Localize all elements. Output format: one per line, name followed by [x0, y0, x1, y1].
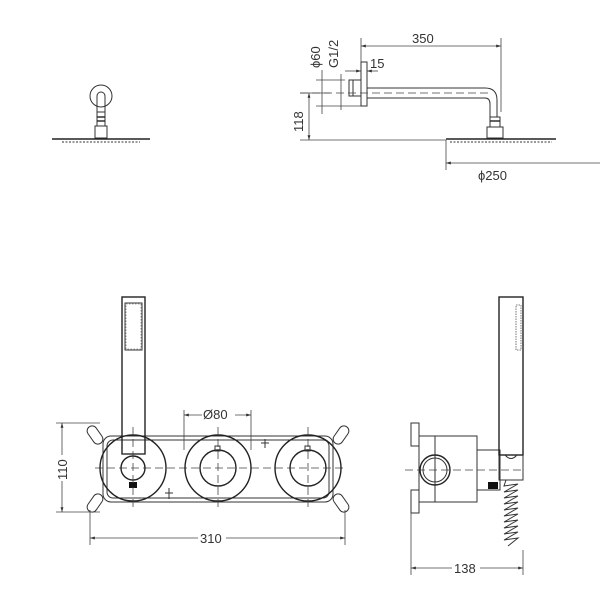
- dim-height-offset: 118: [291, 111, 306, 132]
- dim-panel-width: 310: [200, 531, 222, 546]
- shower-head-front-view: [52, 84, 150, 143]
- mounting-ears: [86, 425, 350, 513]
- dim-side-depth: 138: [454, 561, 476, 576]
- dim-thread: G1/2: [326, 40, 341, 68]
- dim-flange-depth: 15: [370, 56, 384, 71]
- top-dimensions: 350 15 ϕ60 G1/2 118 ϕ250: [291, 31, 600, 183]
- dim-handle-diameter: Ø80: [203, 407, 228, 422]
- dim-head-diameter: ϕ250: [478, 168, 507, 183]
- front-dimensions: Ø80 110 310: [54, 406, 346, 546]
- side-dimensions: 138: [410, 513, 524, 576]
- dim-flange-diameter: ϕ60: [308, 46, 323, 68]
- mixer-side-view: [405, 296, 525, 547]
- mixer-front-view: [86, 296, 350, 513]
- dim-panel-height: 110: [55, 459, 70, 480]
- shower-arm-side-view: [300, 61, 556, 143]
- dim-arm-length: 350: [412, 31, 434, 46]
